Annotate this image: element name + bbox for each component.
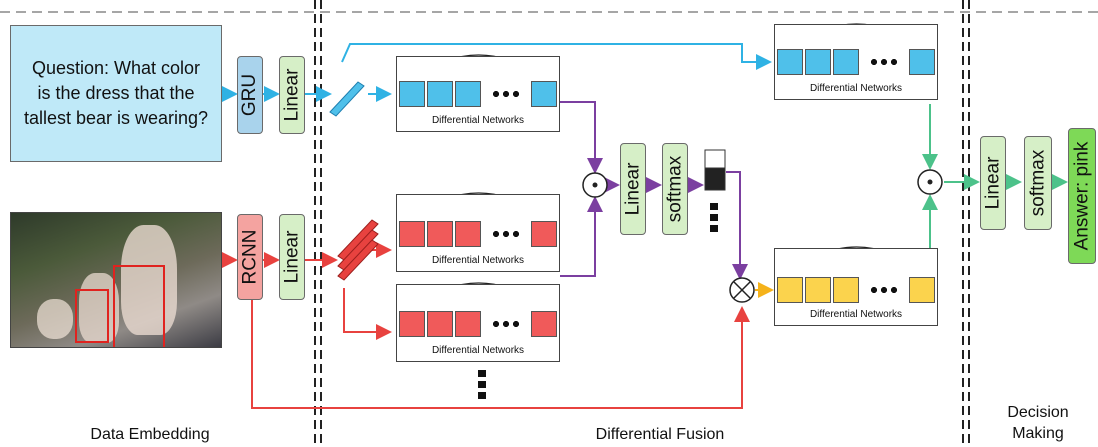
section-separator-right [962, 0, 970, 447]
section-label-decision-making: Decision Making [1007, 404, 1069, 442]
detection-box [75, 289, 109, 343]
dn-label: Differential Networks [431, 115, 525, 126]
feature-cell [455, 221, 481, 247]
bear-silhouette [37, 299, 73, 339]
answer-label: Answer: pink [1071, 141, 1092, 251]
question-box: Question: What color is the dress that t… [10, 25, 222, 162]
feature-cell [399, 311, 425, 337]
circled-times-icon [729, 277, 755, 303]
linear-label: Linear [622, 162, 644, 216]
feature-cell [909, 49, 935, 75]
detection-box [113, 265, 165, 347]
feature-cell [833, 49, 859, 75]
linear-label: Linear [982, 156, 1004, 210]
decision-arrows [922, 104, 1068, 248]
image-linear-module: Linear [279, 214, 305, 300]
dn-label: Differential Networks [431, 255, 525, 266]
fusion-arrows [560, 101, 748, 280]
differential-network-attended: Differential Networks [774, 248, 938, 326]
image-stream-arrows [222, 242, 750, 409]
answer-box: Answer: pink [1068, 128, 1096, 264]
ellipsis-icon [869, 58, 899, 66]
region-feature-bars [337, 219, 379, 281]
question-stream-arrows [222, 43, 772, 102]
question-linear-module: Linear [279, 56, 305, 134]
ellipsis-icon [869, 286, 899, 294]
feature-cell [805, 277, 831, 303]
feature-cell [531, 221, 557, 247]
feature-cell [399, 81, 425, 107]
feature-cell [455, 311, 481, 337]
input-image [10, 212, 222, 348]
circled-dot-icon [582, 172, 608, 198]
feature-cell [777, 49, 803, 75]
bear-silhouette [121, 225, 177, 335]
ellipsis-icon [491, 320, 521, 328]
linear-label: Linear [281, 68, 303, 122]
circled-dot-icon [917, 169, 943, 195]
feature-cell [833, 277, 859, 303]
feature-cell [805, 49, 831, 75]
dn-label: Differential Networks [431, 345, 525, 356]
feature-cell [777, 277, 803, 303]
feature-cell [399, 221, 425, 247]
decision-linear-module: Linear [980, 136, 1006, 230]
question-text: Question: What color is the dress that t… [23, 58, 209, 128]
ellipsis-icon [491, 90, 521, 98]
differential-network-image-2: Differential Networks [396, 284, 560, 362]
differential-network-image-1: Differential Networks [396, 194, 560, 272]
gru-label: GRU [239, 73, 261, 117]
feature-cell [455, 81, 481, 107]
feature-cell [427, 81, 453, 107]
feature-cell [427, 311, 453, 337]
linear-label: Linear [281, 230, 303, 284]
differential-network-question: Differential Networks [396, 56, 560, 132]
gru-module: GRU [237, 56, 263, 134]
question-feature-bar [329, 81, 365, 117]
attention-weight-bar [704, 149, 726, 232]
decision-softmax-module: softmax [1024, 136, 1052, 230]
section-label-differential-fusion: Differential Fusion [595, 426, 725, 443]
softmax-label: softmax [1027, 149, 1048, 217]
bear-silhouette [79, 273, 119, 343]
feature-cell [909, 277, 935, 303]
section-label-data-embedding: Data Embedding [90, 426, 210, 443]
section-separator-left [314, 0, 322, 447]
differential-network-question-top: Differential Networks [774, 24, 938, 100]
feature-cell [427, 221, 453, 247]
more-networks-ellipsis [478, 370, 486, 399]
fusion-softmax-module: softmax [662, 143, 688, 235]
feature-cell [531, 311, 557, 337]
ellipsis-icon [491, 230, 521, 238]
rcnn-label: RCNN [239, 229, 261, 285]
dn-label: Differential Networks [809, 309, 903, 320]
feature-cell [531, 81, 557, 107]
softmax-label: softmax [664, 155, 685, 223]
dn-label: Differential Networks [809, 83, 903, 94]
rcnn-module: RCNN [237, 214, 263, 300]
fusion-linear-module: Linear [620, 143, 646, 235]
